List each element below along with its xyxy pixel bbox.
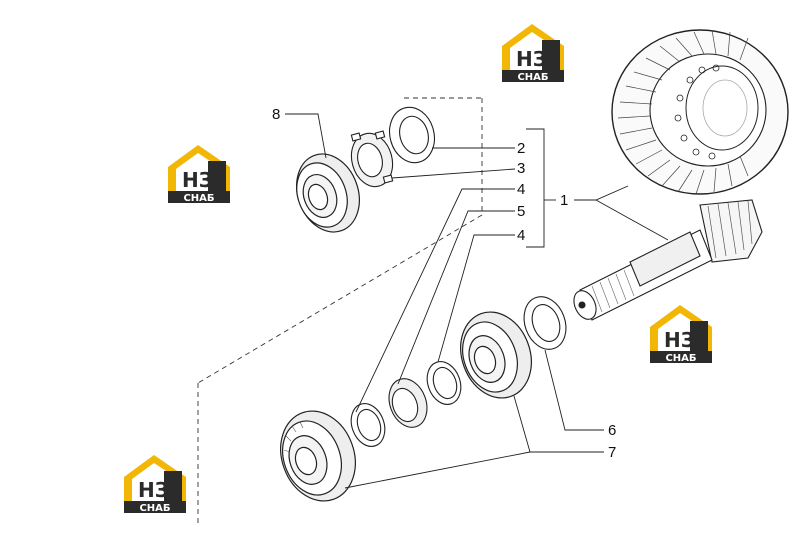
assembly-dashed-outline <box>197 97 483 525</box>
ring-gear <box>611 29 789 195</box>
watermark-bottom-text: СНАБ <box>517 72 548 83</box>
callout-4-lower: 4 <box>517 227 525 244</box>
washer-2 <box>388 106 436 164</box>
bearing-8 <box>296 153 360 233</box>
watermark-bottom-text: СНАБ <box>139 503 170 514</box>
callout-labels: 8 2 3 4 5 4 1 6 7 <box>272 106 616 461</box>
callout-2: 2 <box>517 140 525 157</box>
watermark-top-text: НЗ <box>182 168 213 192</box>
shim-4-lower <box>350 403 386 447</box>
pinion-shaft <box>573 199 763 321</box>
ring-gear-bolt-holes <box>674 64 720 160</box>
leader-lines <box>285 113 669 489</box>
watermark-top-text: НЗ <box>516 47 547 71</box>
callout-7: 7 <box>608 444 616 461</box>
spacer-5 <box>388 378 428 428</box>
ring-gear-teeth <box>617 29 749 195</box>
watermark-bottom-text: СНАБ <box>665 353 696 364</box>
callout-1: 1 <box>560 192 568 209</box>
callout-6: 6 <box>608 422 616 439</box>
watermark-bottom-text: СНАБ <box>183 193 214 204</box>
callout-4-upper: 4 <box>517 181 525 198</box>
watermark-top-text: НЗ <box>138 478 169 502</box>
watermark-top-text: НЗ <box>664 328 695 352</box>
ring-nut-3 <box>350 130 394 188</box>
bearing-7-upper <box>460 311 532 399</box>
watermark-logo-left: НЗ СНАБ <box>168 145 230 204</box>
shim-4-upper <box>426 361 462 405</box>
callout-5: 5 <box>517 203 525 220</box>
watermark-logo-top: НЗ СНАБ <box>502 24 564 83</box>
callout-8: 8 <box>272 106 280 123</box>
watermark-logo-right: НЗ СНАБ <box>650 305 712 364</box>
callout-3: 3 <box>517 160 525 177</box>
bearing-7-lower <box>280 410 356 502</box>
washer-6 <box>523 296 567 350</box>
watermark-logo-bottom: НЗ СНАБ <box>124 455 186 514</box>
